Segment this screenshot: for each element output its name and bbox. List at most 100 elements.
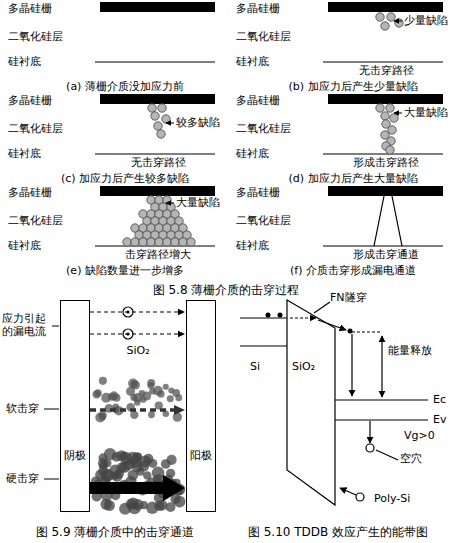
substrate-surface — [323, 61, 443, 62]
text-label: FN隧穿 — [330, 291, 367, 304]
electrode-plate: 阳极 — [186, 300, 216, 512]
channel-wall — [392, 196, 402, 246]
breakdown-arrow — [90, 331, 185, 337]
text-label: 二氧化硅层 — [8, 122, 63, 135]
breakdown-arrow — [90, 475, 185, 501]
text-label: 多晶硅栅 — [236, 2, 280, 15]
gate-stack-panel — [323, 94, 443, 154]
text-label: Poly-Si — [374, 492, 410, 505]
defect-dot — [187, 238, 195, 246]
text-label: 二氧化硅层 — [8, 30, 63, 43]
text-label: (e) 缺陷数量进一步增多 — [66, 264, 184, 277]
defect-dot — [376, 104, 384, 112]
defect-dot — [158, 104, 166, 112]
poly-gate-bar — [328, 94, 443, 104]
gate-stack-panel — [323, 186, 443, 246]
text-label: 多晶硅栅 — [8, 94, 52, 107]
text-label: 硅衬底 — [8, 239, 41, 252]
defect-dot — [162, 115, 170, 123]
text-label: 多晶硅栅 — [236, 94, 280, 107]
poly-gate-bar — [100, 94, 215, 104]
text-label: 二氧化硅层 — [236, 30, 291, 43]
pointer-arrow — [394, 113, 402, 114]
text-label: 多晶硅栅 — [8, 186, 52, 199]
electrode-plate: 阴极 — [60, 300, 90, 512]
text-label: 硅衬底 — [236, 55, 269, 68]
text-label: 大量缺陷 — [176, 196, 220, 209]
label-leaders — [44, 326, 59, 479]
defect-dot — [390, 114, 398, 122]
text-label: 应力引起的漏电流 — [2, 312, 54, 338]
defect-dot — [171, 238, 179, 246]
defect-dot — [154, 122, 162, 130]
text-label: 硅衬底 — [8, 55, 41, 68]
defect-dot — [139, 238, 147, 246]
breakdown-arrow — [90, 309, 185, 315]
text-label: Ec — [433, 393, 446, 406]
text-label: 少量缺陷 — [404, 14, 448, 27]
defect-dot — [157, 130, 165, 138]
substrate-surface — [323, 245, 443, 246]
pointer-arrow — [166, 203, 174, 204]
text-label: 二氧化硅层 — [8, 214, 63, 227]
poly-gate-bar — [328, 2, 443, 12]
text-label: 大量缺陷 — [404, 106, 448, 119]
substrate-surface — [95, 153, 215, 154]
text-label: 多晶硅栅 — [236, 186, 280, 199]
text-label: (b) 加应力后产生少量缺陷 — [288, 80, 417, 93]
poly-gate-bar — [100, 186, 215, 196]
text-label: Ev — [433, 413, 446, 426]
text-label: (a) 薄栅介质没加应力前 — [66, 80, 184, 93]
text-label: 形成击穿路径 — [353, 156, 419, 169]
soft-breakdown-defects — [92, 377, 182, 423]
pointer-arrow — [394, 21, 402, 22]
text-label: SiO₂ — [126, 344, 149, 357]
poly-gate-bar — [328, 186, 443, 196]
substrate-surface — [95, 245, 215, 246]
gate-stack-panel — [95, 186, 215, 246]
text-label: 击穿路径增大 — [125, 248, 191, 261]
defect-dot — [123, 238, 131, 246]
text-label: (c) 加应力后产生较多缺陷 — [61, 172, 189, 185]
electrode-label: 阳极 — [190, 449, 212, 462]
defect-dot — [386, 104, 394, 112]
text-label: 软击穿 — [6, 402, 39, 415]
breakdown-arrow — [90, 405, 185, 415]
text-label: 二氧化硅层 — [236, 122, 291, 135]
figure-caption: 图 5.9 薄栅介质中的击穿通道 — [36, 525, 195, 539]
text-label: (f) 介质击穿形成漏电通道 — [290, 264, 416, 277]
text-label: 空穴 — [400, 452, 422, 465]
defect-dot — [381, 112, 389, 120]
text-label: 硅衬底 — [236, 147, 269, 160]
defect-dot — [376, 13, 384, 21]
defect-dot — [163, 238, 171, 246]
text-label: 无击穿路径 — [359, 64, 414, 77]
text-label: SiO₂ — [292, 360, 315, 373]
text-label: 硅衬底 — [8, 147, 41, 160]
text-label: 较多缺陷 — [176, 116, 220, 129]
band-diagram — [240, 300, 428, 505]
text-label: Vg>0 — [404, 429, 435, 442]
substrate-surface — [323, 153, 443, 154]
defect-dot — [155, 238, 163, 246]
tunnel-electrons — [266, 313, 353, 334]
defect-dot — [386, 146, 394, 154]
defect-dot — [148, 104, 156, 112]
text-label: 二氧化硅层 — [236, 214, 291, 227]
defect-dot — [395, 19, 403, 27]
figure-caption: 图 5.8 薄栅介质的击穿过程 — [153, 283, 300, 297]
text-label: 无击穿路径 — [131, 156, 186, 169]
text-label: 硬击穿 — [6, 472, 39, 485]
substrate-surface — [95, 61, 215, 62]
defect-dot — [387, 13, 395, 21]
defect-dot — [179, 238, 187, 246]
defect-dot — [381, 22, 389, 30]
defect-dot — [147, 238, 155, 246]
defect-dot — [151, 112, 159, 120]
figure-caption: 图 5.10 TDDB 效应产生的能带图 — [248, 525, 428, 539]
defect-dot — [131, 238, 139, 246]
electrode-label: 阴极 — [64, 449, 86, 462]
gate-stack-panel — [95, 2, 215, 62]
hard-breakdown-defects — [91, 448, 186, 515]
